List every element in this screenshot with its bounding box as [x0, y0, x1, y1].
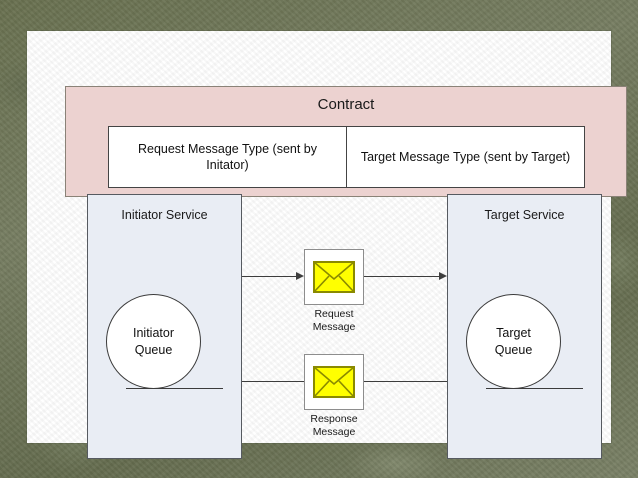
initiator-queue-baseline: [126, 388, 223, 389]
envelope-icon: [313, 261, 355, 293]
request-message-frame: [304, 249, 364, 305]
target-queue-baseline: [486, 388, 583, 389]
arrowhead-into-request-message: [296, 272, 304, 280]
connector-target-to-response: [364, 381, 448, 382]
connector-initiator-to-request: [242, 276, 296, 277]
initiator-service-title: Initiator Service: [121, 208, 208, 222]
connector-response-to-initiator: [242, 381, 304, 382]
connector-request-to-target: [364, 276, 440, 277]
contract-title: Contract: [317, 96, 375, 113]
response-message-frame: [304, 354, 364, 410]
target-service-title: Target Service: [484, 208, 565, 222]
contract-box: Contract Request Message Type (sent by I…: [65, 86, 627, 197]
contract-cell-request-message-type: Request Message Type (sent by Initator): [137, 141, 318, 173]
arrowhead-into-target-service: [439, 272, 447, 280]
contract-message-type-table: Request Message Type (sent by Initator) …: [108, 126, 585, 188]
contract-cell-target-message-type: Target Message Type (sent by Target): [346, 127, 584, 187]
envelope-icon: [313, 366, 355, 398]
slide-page: Contract Request Message Type (sent by I…: [27, 31, 627, 459]
